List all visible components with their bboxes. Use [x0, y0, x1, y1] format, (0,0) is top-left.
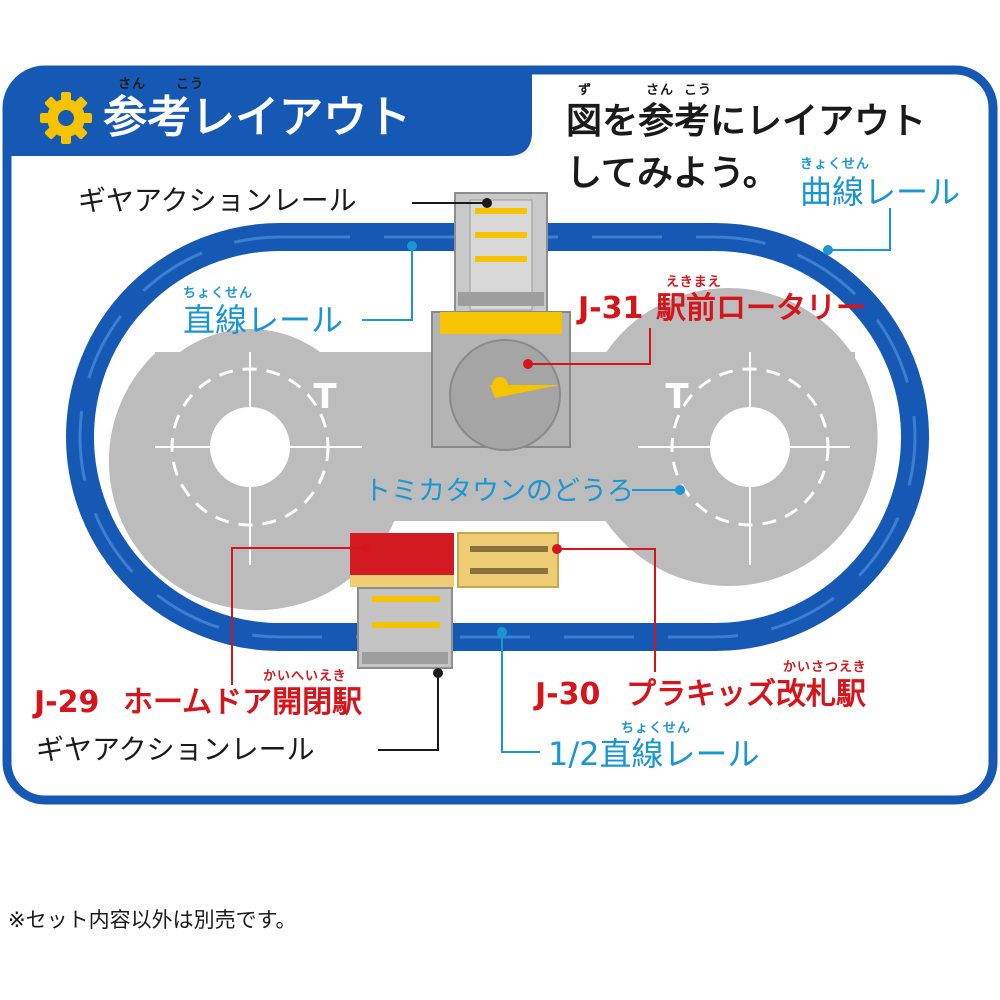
label-straight-rail: 直線レール: [183, 301, 344, 339]
j29-station: [350, 533, 454, 669]
label-straight-ruby: ちょくせん: [183, 286, 254, 301]
label-j31-name: 駅前ロータリー: [656, 291, 866, 326]
label-tomica-town-road: トミカタウンのどうろ: [364, 476, 634, 507]
instruction-ruby-kou: こう: [684, 83, 713, 98]
label-j30-code: J-30: [535, 677, 601, 712]
label-j29-code: J-29: [34, 685, 100, 720]
instruction-ruby-san: さん: [646, 83, 675, 98]
instruction-line-2: してみよう。: [566, 153, 779, 194]
svg-text:T: T: [313, 377, 337, 417]
label-gear-action-rail-top: ギヤアクションレール: [78, 184, 357, 217]
gear-action-rail-top: [454, 192, 548, 319]
leader-dots: [361, 198, 833, 678]
title-ruby-1: さん: [118, 77, 147, 92]
label-gear-action-rail-bottom: ギヤアクションレール: [36, 733, 315, 766]
label-j29-name: ホームドア開閉駅: [123, 685, 363, 720]
label-half-straight-rail: 1/2直線レール: [548, 735, 760, 773]
svg-text:T: T: [665, 377, 689, 417]
label-j31-ruby: えきまえ: [666, 275, 722, 290]
title-ruby-2: こう: [176, 77, 205, 92]
label-j30-name: プラキッズ改札駅: [626, 677, 866, 712]
label-j31-code: J-31: [578, 291, 644, 326]
page-title: 参考レイアウト: [103, 92, 411, 143]
j30-station: [457, 532, 559, 588]
label-j29-ruby: かいへいえき: [263, 669, 347, 684]
label-curve-rail: 曲線レール: [800, 173, 961, 211]
instruction-ruby-zu: ず: [578, 83, 593, 98]
leader-lines: [231, 202, 891, 753]
gear-icon: [40, 92, 92, 144]
label-curve-ruby: きょくせん: [800, 157, 871, 172]
label-j30-ruby: かいさつえき: [783, 660, 867, 675]
label-half-straight-ruby: ちょくせん: [621, 721, 692, 736]
j31-station-rotary: [431, 311, 571, 451]
footnote: ※セット内容以外は別売です。: [8, 908, 297, 932]
instruction-line-1: 図を参考にレイアウト: [566, 101, 927, 142]
header-tab: [7, 70, 532, 156]
